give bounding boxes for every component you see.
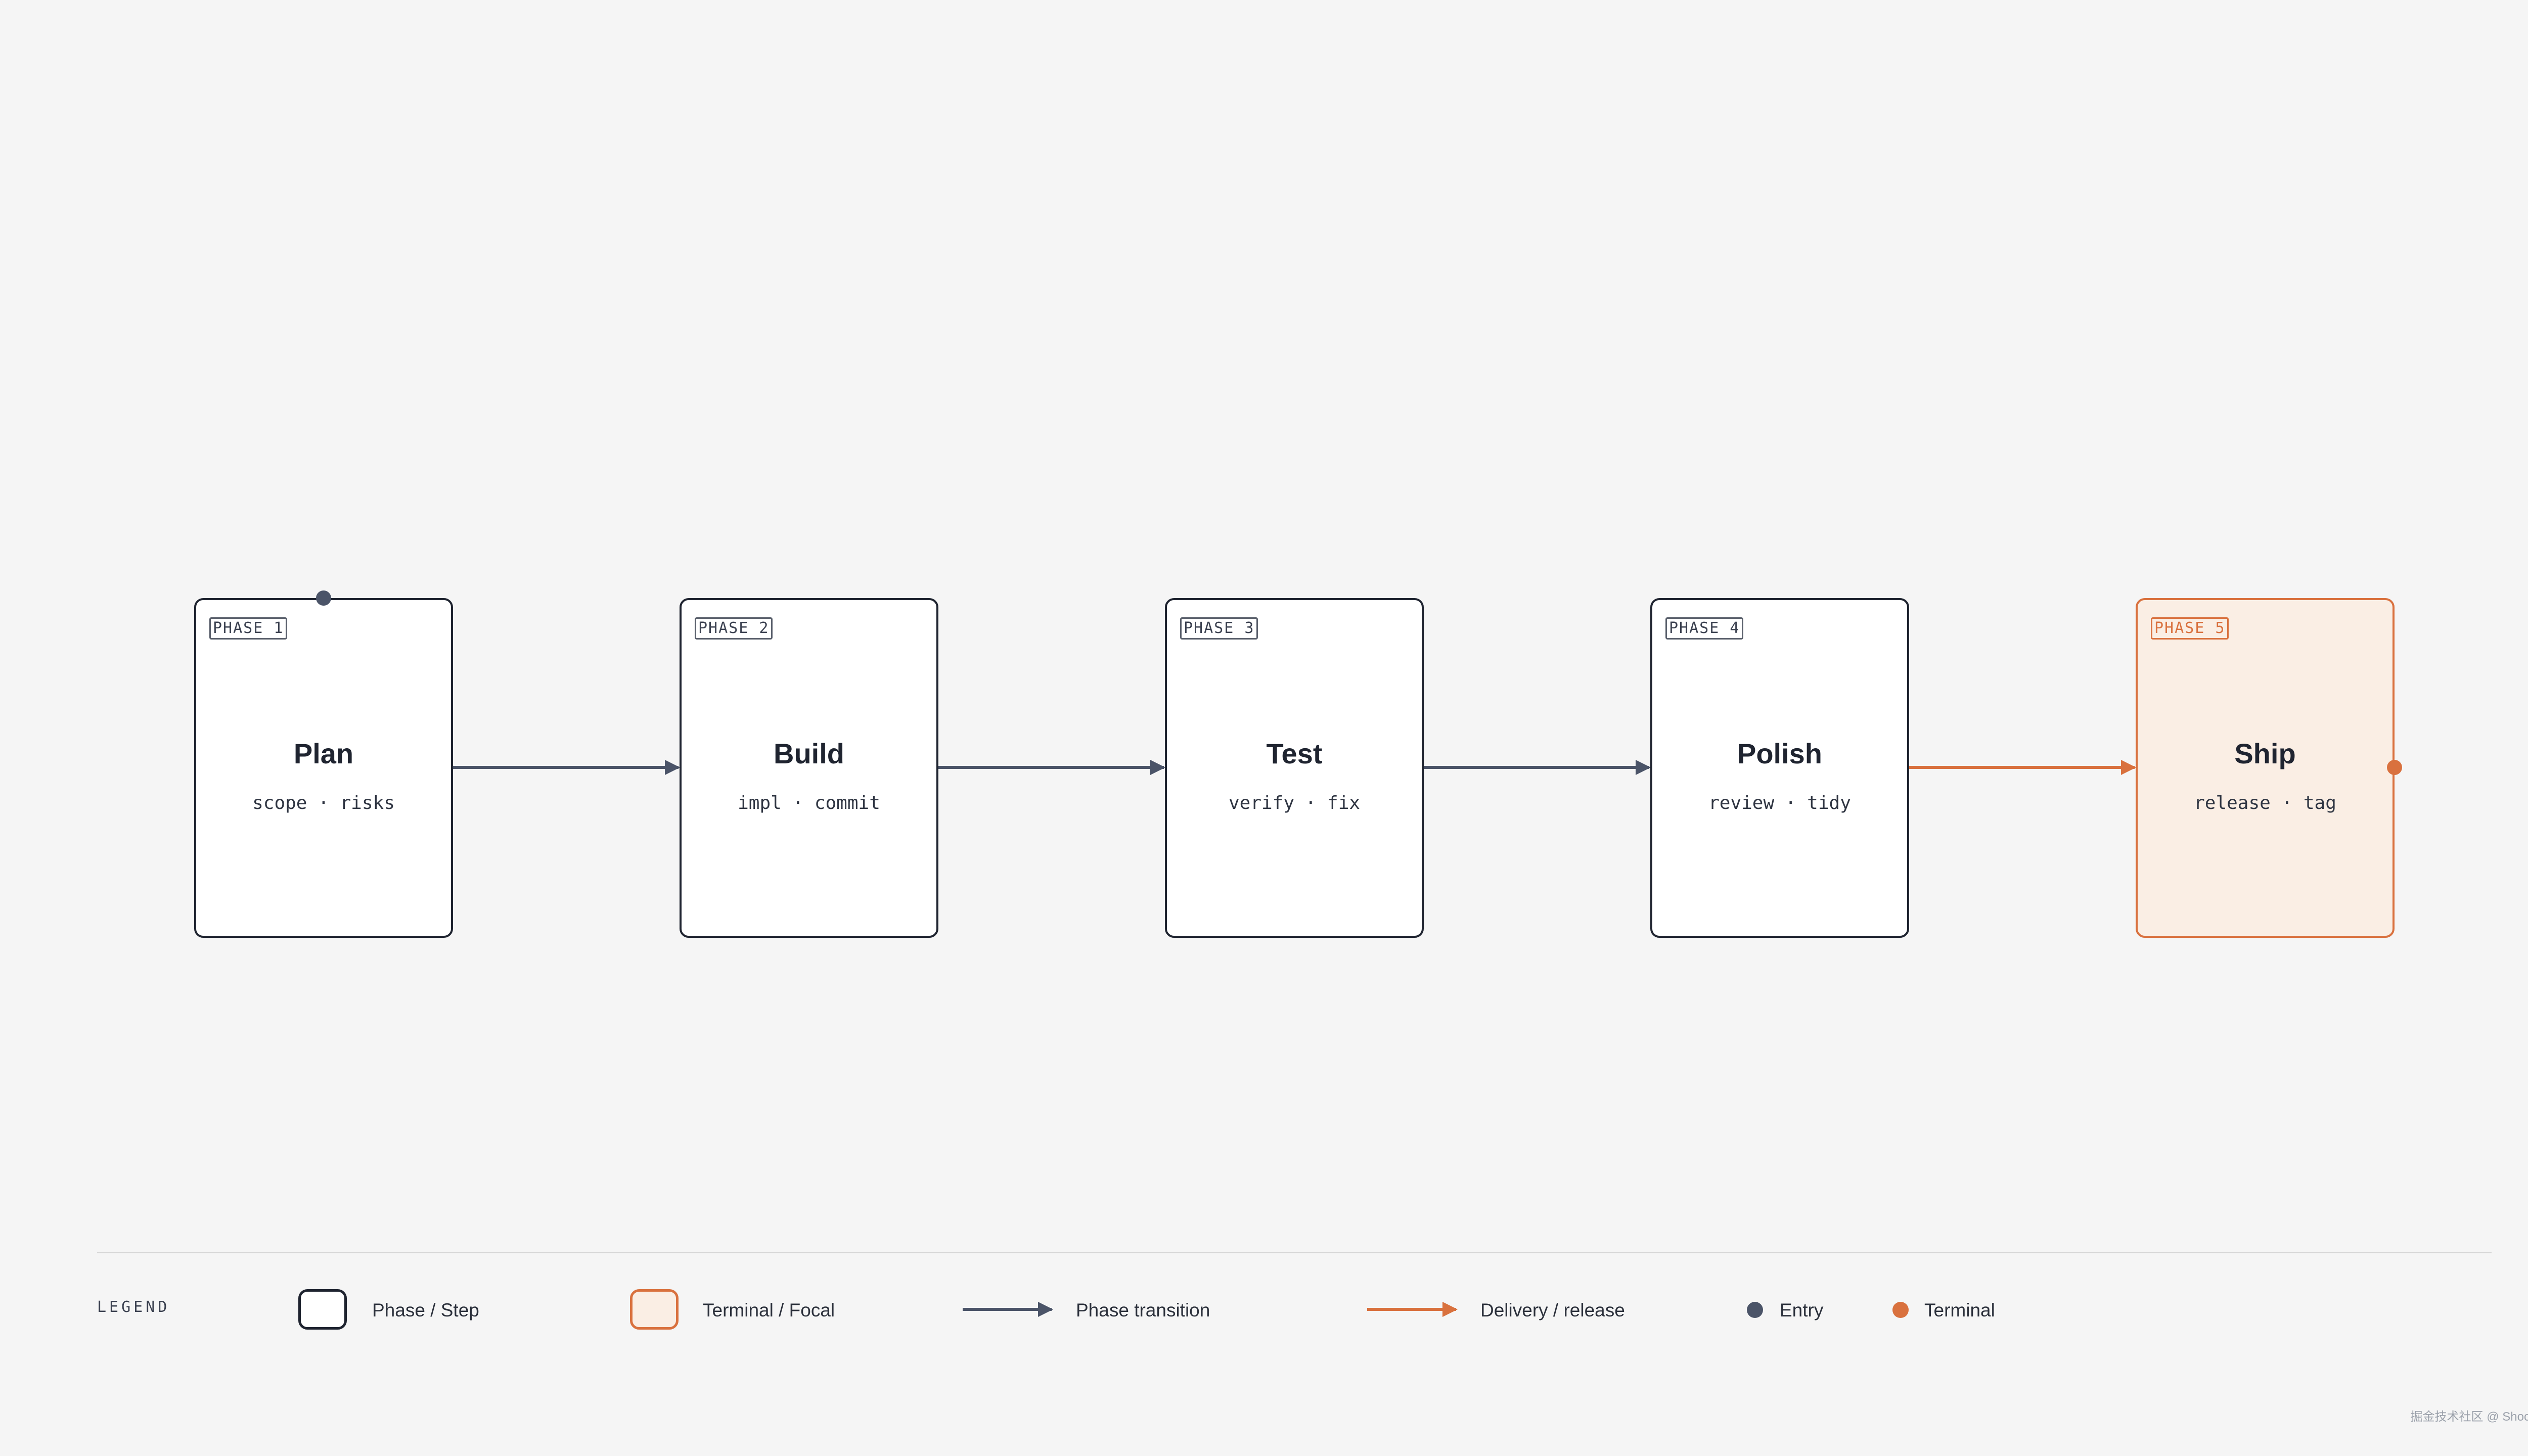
- legend-transition-label: Phase transition: [1076, 1300, 1210, 1321]
- watermark: 掘金技术社区 @ Shockang: [2410, 1410, 2528, 1424]
- phase-title: Plan: [293, 738, 354, 769]
- phase-title: Polish: [1737, 738, 1823, 769]
- phase-subtitle: review · tidy: [1708, 793, 1851, 813]
- legend-phase-swatch: [298, 1289, 347, 1330]
- legend-divider: [97, 1252, 2492, 1253]
- legend-terminal-dot-icon: [1892, 1302, 1909, 1318]
- phase-title: Test: [1266, 738, 1323, 769]
- phase-card-polish[interactable]: PHASE 4 Polish review · tidy: [1650, 598, 1909, 938]
- legend-entry-dot-icon: [1747, 1302, 1763, 1318]
- legend-delivery-label: Delivery / release: [1480, 1300, 1625, 1321]
- legend-title: LEGEND: [97, 1298, 170, 1316]
- phase-subtitle: verify · fix: [1228, 793, 1361, 813]
- phase-subtitle: release · tag: [2194, 793, 2336, 813]
- legend-focal-label: Terminal / Focal: [703, 1300, 835, 1321]
- legend-terminal-label: Terminal: [1924, 1300, 1995, 1321]
- phase-subtitle: impl · commit: [738, 793, 880, 813]
- phase-card-test[interactable]: PHASE 3 Test verify · fix: [1165, 598, 1424, 938]
- phase-tag: PHASE 5: [2151, 617, 2229, 640]
- legend-focal-swatch: [630, 1289, 679, 1330]
- phase-title: Ship: [2234, 738, 2296, 769]
- legend-phase-label: Phase / Step: [372, 1300, 479, 1321]
- legend-entry-label: Entry: [1780, 1300, 1824, 1321]
- entry-dot-icon: [316, 590, 331, 606]
- phase-card-build[interactable]: PHASE 2 Build impl · commit: [680, 598, 938, 938]
- phase-subtitle: scope · risks: [252, 793, 395, 813]
- terminal-dot-icon: [2387, 760, 2402, 775]
- phase-card-ship[interactable]: PHASE 5 Ship release · tag: [2136, 598, 2395, 938]
- phase-tag: PHASE 3: [1180, 617, 1258, 640]
- phase-tag: PHASE 2: [695, 617, 773, 640]
- phase-card-plan[interactable]: PHASE 1 Plan scope · risks: [194, 598, 453, 938]
- phase-tag: PHASE 4: [1665, 617, 1744, 640]
- phase-tag: PHASE 1: [209, 617, 288, 640]
- phase-title: Build: [774, 738, 844, 769]
